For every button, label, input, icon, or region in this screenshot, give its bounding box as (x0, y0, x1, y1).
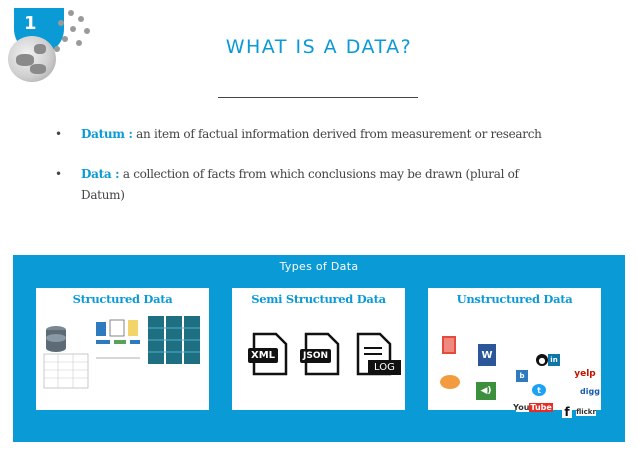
bullet-term: Datum : (81, 127, 133, 141)
spreadsheet-icon (43, 353, 89, 389)
globe-icon (8, 36, 56, 82)
card-semi-structured-data: Semi Structured Data XML JSON LOG (232, 288, 405, 410)
digg-icon: digg (580, 386, 600, 396)
types-of-data-panel: Types of Data Structured Data (13, 255, 625, 442)
flickr-icon: flickr (576, 408, 596, 416)
card-title: Unstructured Data (456, 292, 573, 306)
card-title: Structured Data (72, 292, 173, 306)
bullet-marker: • (55, 167, 63, 181)
facebook-icon: f (562, 405, 572, 419)
database-icon (46, 326, 66, 352)
xml-label: XML (248, 348, 279, 363)
blogger-icon: b (516, 370, 528, 382)
twitter-icon: t (532, 384, 546, 396)
slide-number: 1 (24, 13, 37, 34)
bullet-term: Data : (81, 167, 120, 181)
log-label: LOG (368, 360, 401, 375)
image-icon (440, 375, 460, 389)
bullet-text: an item of factual information derived f… (132, 127, 542, 141)
audio-icon: ◀) (476, 382, 496, 400)
server-rack-icon (148, 316, 200, 364)
card-title: Semi Structured Data (251, 292, 386, 306)
yelp-icon: yelp (574, 368, 596, 380)
word-doc-icon: W (478, 344, 496, 366)
title-divider (218, 97, 418, 98)
dashboard-icon (96, 319, 140, 359)
bullet-marker: • (55, 127, 63, 141)
linkedin-icon: in (548, 354, 560, 366)
pdf-icon (442, 336, 456, 354)
card-structured-data: Structured Data (36, 288, 209, 410)
log-file-icon: LOG (356, 332, 401, 376)
network-dots-icon (50, 6, 110, 56)
bullet-text: a collection of facts from which conclus… (81, 167, 519, 202)
structured-data-illustration (43, 316, 200, 389)
panel-title: Types of Data (279, 260, 359, 273)
json-file-icon: JSON (300, 332, 340, 376)
json-label: JSON (300, 349, 332, 363)
file-types-illustration (440, 336, 460, 389)
slide-badge: 1 (0, 0, 90, 85)
xml-file-icon: XML (248, 332, 288, 376)
social-icon: ● (536, 354, 548, 366)
page-title: WHAT IS A DATA? (225, 36, 413, 58)
